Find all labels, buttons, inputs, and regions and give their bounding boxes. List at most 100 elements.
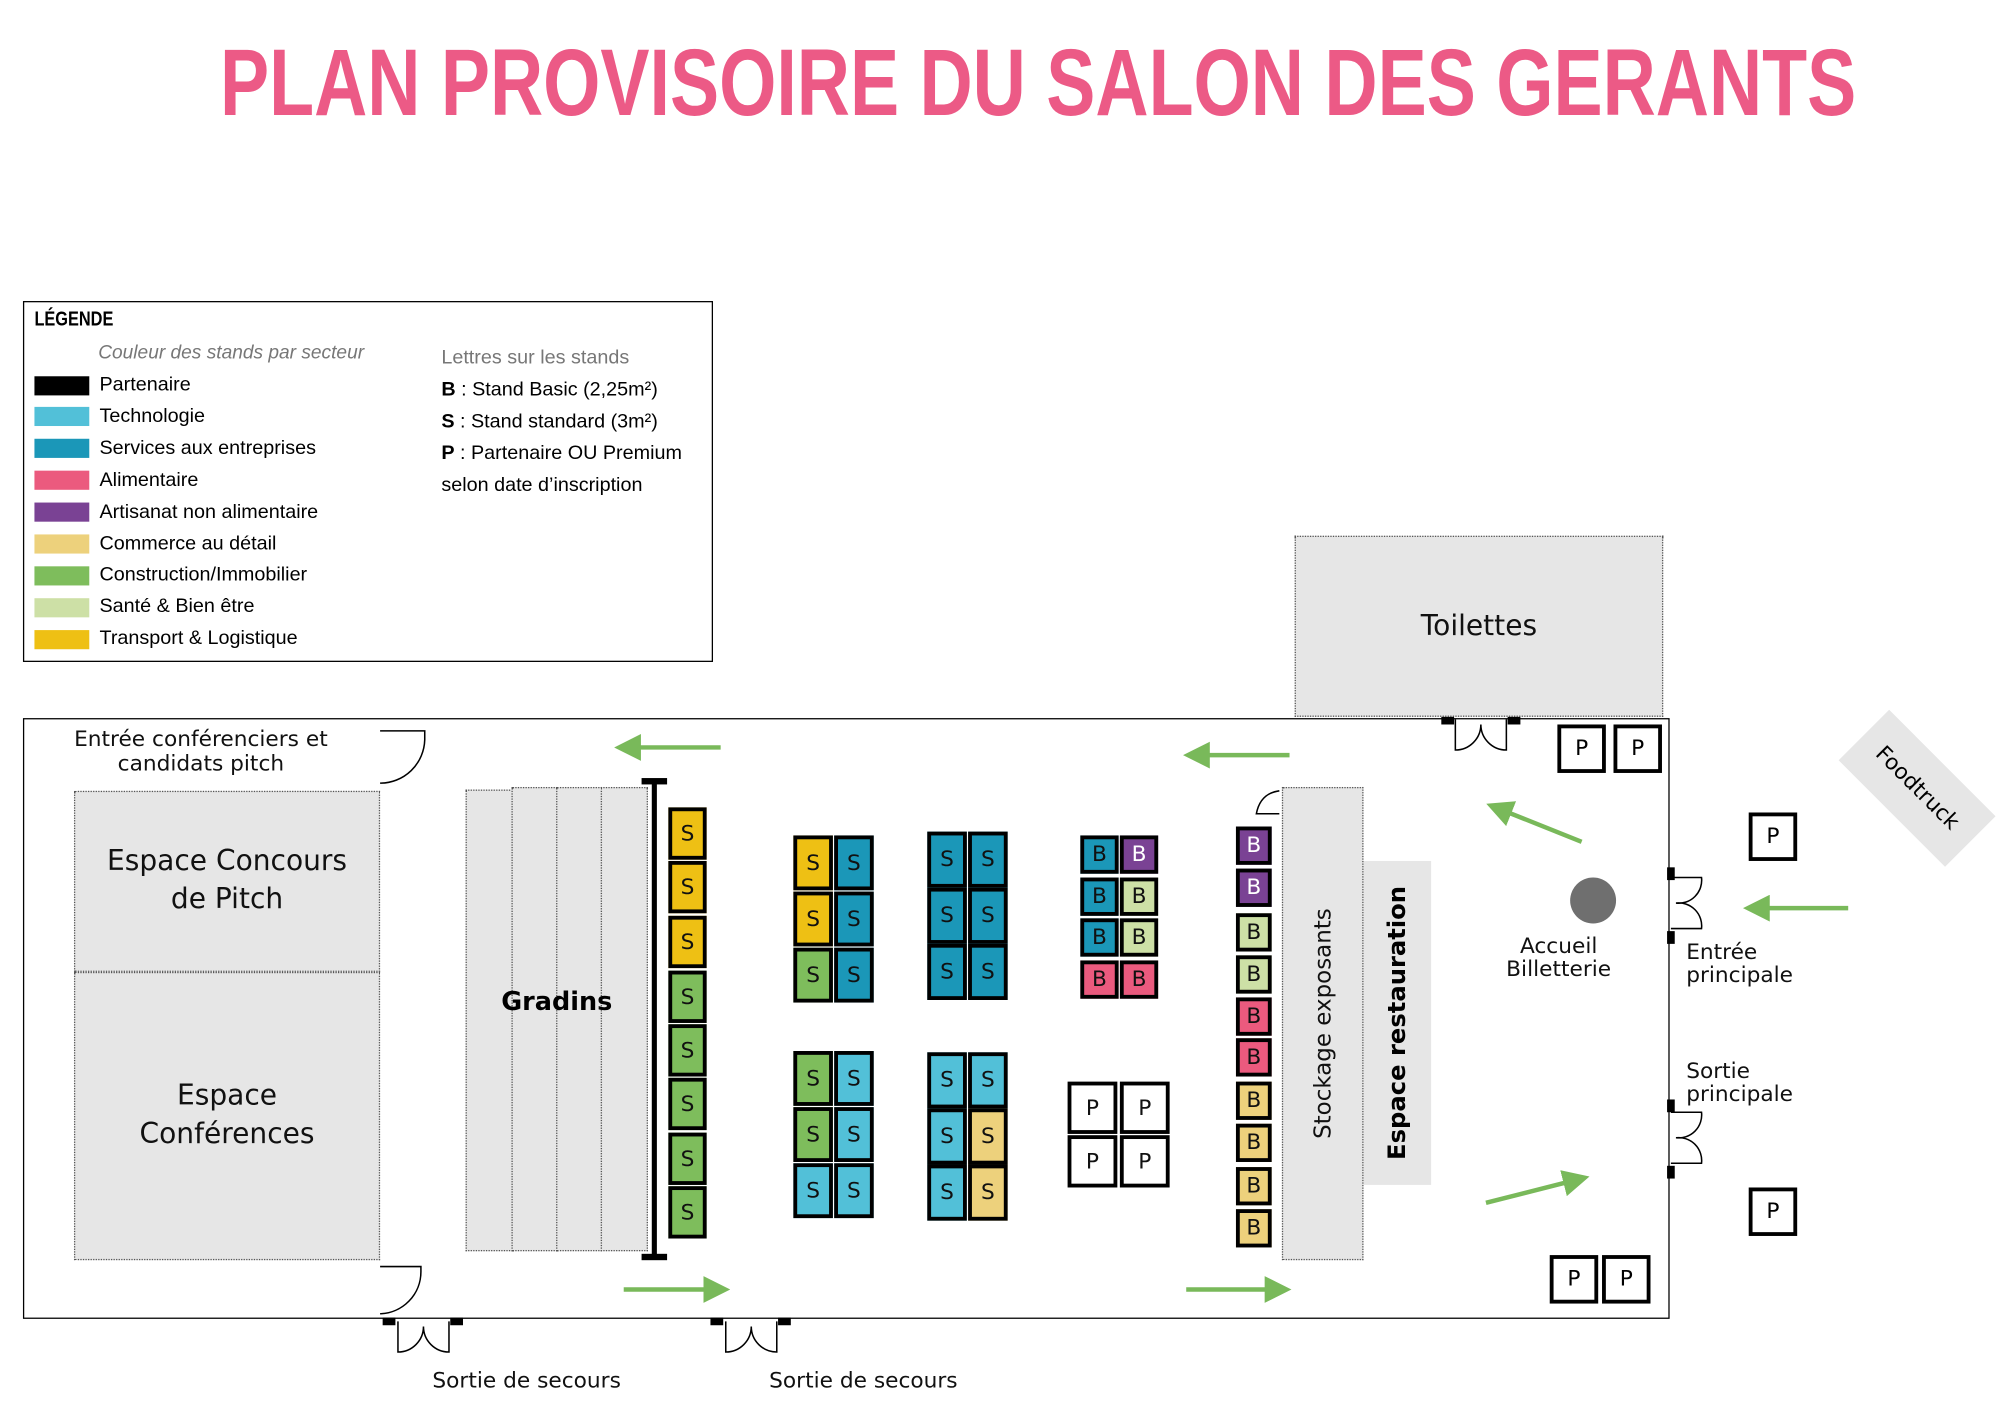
stand-s-commerce[interactable]: S: [968, 1108, 1008, 1165]
stand-s-technologie[interactable]: S: [927, 1164, 967, 1221]
stand-s-technologie[interactable]: S: [968, 1052, 1008, 1109]
color-swatch: [34, 502, 90, 522]
barrier-cap: [641, 778, 668, 785]
barrier-cap: [641, 1253, 668, 1261]
stand-s-technologie[interactable]: S: [927, 1108, 967, 1165]
flow-arrow: [1486, 801, 1583, 844]
stand-p-none[interactable]: P: [1613, 724, 1662, 773]
stand-b-sante[interactable]: B: [1235, 913, 1272, 952]
legend-label: Technologie: [99, 405, 206, 428]
stand-p-none[interactable]: P: [1748, 1187, 1798, 1236]
stand-b-artisanat[interactable]: B: [1235, 868, 1272, 907]
letter-key: B: [441, 378, 456, 401]
accueil-marker: [1570, 877, 1617, 924]
stand-s-commerce[interactable]: S: [968, 1164, 1008, 1221]
stand-s-technologie[interactable]: S: [834, 1163, 874, 1219]
legend-item-construction: Construction/Immobilier: [34, 564, 307, 587]
stand-p-none[interactable]: P: [1549, 1255, 1599, 1304]
stand-p-none[interactable]: P: [1067, 1135, 1118, 1188]
stand-s-services[interactable]: S: [927, 943, 967, 1000]
stand-p-none[interactable]: P: [1602, 1255, 1651, 1304]
stand-b-artisanat[interactable]: B: [1235, 826, 1272, 865]
stand-p-none[interactable]: P: [1119, 1081, 1170, 1134]
stand-s-services[interactable]: S: [834, 891, 874, 947]
stand-b-commerce[interactable]: B: [1235, 1167, 1272, 1206]
stand-p-none[interactable]: P: [1557, 724, 1606, 773]
stand-b-services[interactable]: B: [1080, 835, 1119, 874]
stand-b-services[interactable]: B: [1080, 877, 1119, 916]
stand-s-construction[interactable]: S: [793, 1107, 833, 1162]
color-swatch: [34, 439, 90, 459]
stand-s-services[interactable]: S: [968, 831, 1008, 888]
stand-s-technologie[interactable]: S: [793, 1163, 833, 1219]
stand-s-construction[interactable]: S: [668, 1186, 707, 1239]
stand-b-services[interactable]: B: [1080, 918, 1119, 957]
stand-b-alimentaire[interactable]: B: [1119, 960, 1159, 999]
gradins-area: Gradins: [465, 786, 648, 1252]
stand-b-commerce[interactable]: B: [1235, 1209, 1272, 1248]
stand-p-none[interactable]: P: [1067, 1081, 1118, 1134]
stand-s-construction[interactable]: S: [668, 1077, 707, 1131]
stage-barrier: [651, 780, 657, 1258]
flow-arrow: [1485, 1170, 1590, 1205]
legend-letters-note: selon date d’inscription: [441, 474, 643, 497]
legend-item-technologie: Technologie: [34, 405, 205, 428]
door-icon: [1255, 790, 1280, 815]
legend-label: Alimentaire: [99, 468, 199, 491]
door-icon: [1454, 719, 1508, 751]
color-swatch: [34, 407, 90, 427]
stand-s-construction[interactable]: S: [668, 970, 707, 1023]
legend-label: Transport & Logistique: [99, 627, 298, 650]
legend-letter-p: P : Partenaire OU Premium: [441, 443, 682, 466]
stand-b-artisanat[interactable]: B: [1119, 835, 1159, 874]
legend-label: Construction/Immobilier: [99, 564, 308, 586]
door-icon: [724, 1321, 778, 1353]
stand-s-services[interactable]: S: [927, 831, 967, 888]
stand-b-alimentaire[interactable]: B: [1235, 997, 1272, 1036]
stand-b-alimentaire[interactable]: B: [1235, 1038, 1272, 1077]
sortie-secours-label: Sortie de secours: [769, 1368, 958, 1395]
stand-s-transport[interactable]: S: [668, 915, 707, 969]
legend-item-alimentaire: Alimentaire: [34, 469, 198, 492]
stand-s-construction[interactable]: S: [793, 1051, 833, 1106]
stand-s-technologie[interactable]: S: [834, 1107, 874, 1162]
conferences-area: Espace Conférences: [73, 971, 381, 1261]
stand-s-construction[interactable]: S: [793, 947, 833, 1003]
stand-b-sante[interactable]: B: [1235, 955, 1272, 994]
stand-s-services[interactable]: S: [968, 943, 1008, 1000]
letter-desc: : Partenaire OU Premium: [454, 442, 682, 465]
color-swatch: [34, 375, 90, 395]
stand-s-transport[interactable]: S: [793, 835, 833, 891]
conferences-label: Espace Conférences: [139, 1080, 315, 1151]
stand-b-sante[interactable]: B: [1119, 877, 1159, 916]
stand-s-services[interactable]: S: [927, 887, 967, 944]
legend-label: Partenaire: [99, 373, 191, 396]
stand-b-sante[interactable]: B: [1119, 918, 1159, 957]
stand-s-transport[interactable]: S: [793, 891, 833, 947]
stand-b-alimentaire[interactable]: B: [1080, 960, 1119, 999]
legend-item-services: Services aux entreprises: [34, 437, 316, 460]
stand-s-construction[interactable]: S: [668, 1132, 707, 1185]
stand-s-technologie[interactable]: S: [927, 1052, 967, 1109]
stockage-area: Stockage exposants: [1281, 786, 1364, 1261]
legend-label: Commerce au détail: [99, 532, 277, 555]
stand-p-none[interactable]: P: [1119, 1135, 1170, 1188]
stand-s-transport[interactable]: S: [668, 860, 707, 914]
stand-s-technologie[interactable]: S: [834, 1051, 874, 1106]
legend-label: Santé & Bien être: [99, 596, 255, 618]
stand-s-services[interactable]: S: [834, 835, 874, 891]
door-icon: [1670, 1111, 1703, 1165]
legend-colors-subtitle: Couleur des stands par secteur: [98, 341, 365, 364]
stand-s-transport[interactable]: S: [668, 807, 707, 860]
legend-item-sante: Santé & Bien être: [34, 596, 254, 619]
legend-item-artisanat: Artisanat non alimentaire: [34, 501, 318, 524]
legend-item-transport: Transport & Logistique: [34, 627, 298, 651]
stand-s-construction[interactable]: S: [668, 1024, 707, 1077]
gradins-label: Gradins: [501, 985, 613, 1017]
stand-s-services[interactable]: S: [968, 887, 1008, 944]
stand-s-services[interactable]: S: [834, 947, 874, 1003]
stand-p-none[interactable]: P: [1748, 812, 1798, 861]
stand-b-commerce[interactable]: B: [1235, 1123, 1272, 1162]
stand-b-commerce[interactable]: B: [1235, 1081, 1272, 1120]
